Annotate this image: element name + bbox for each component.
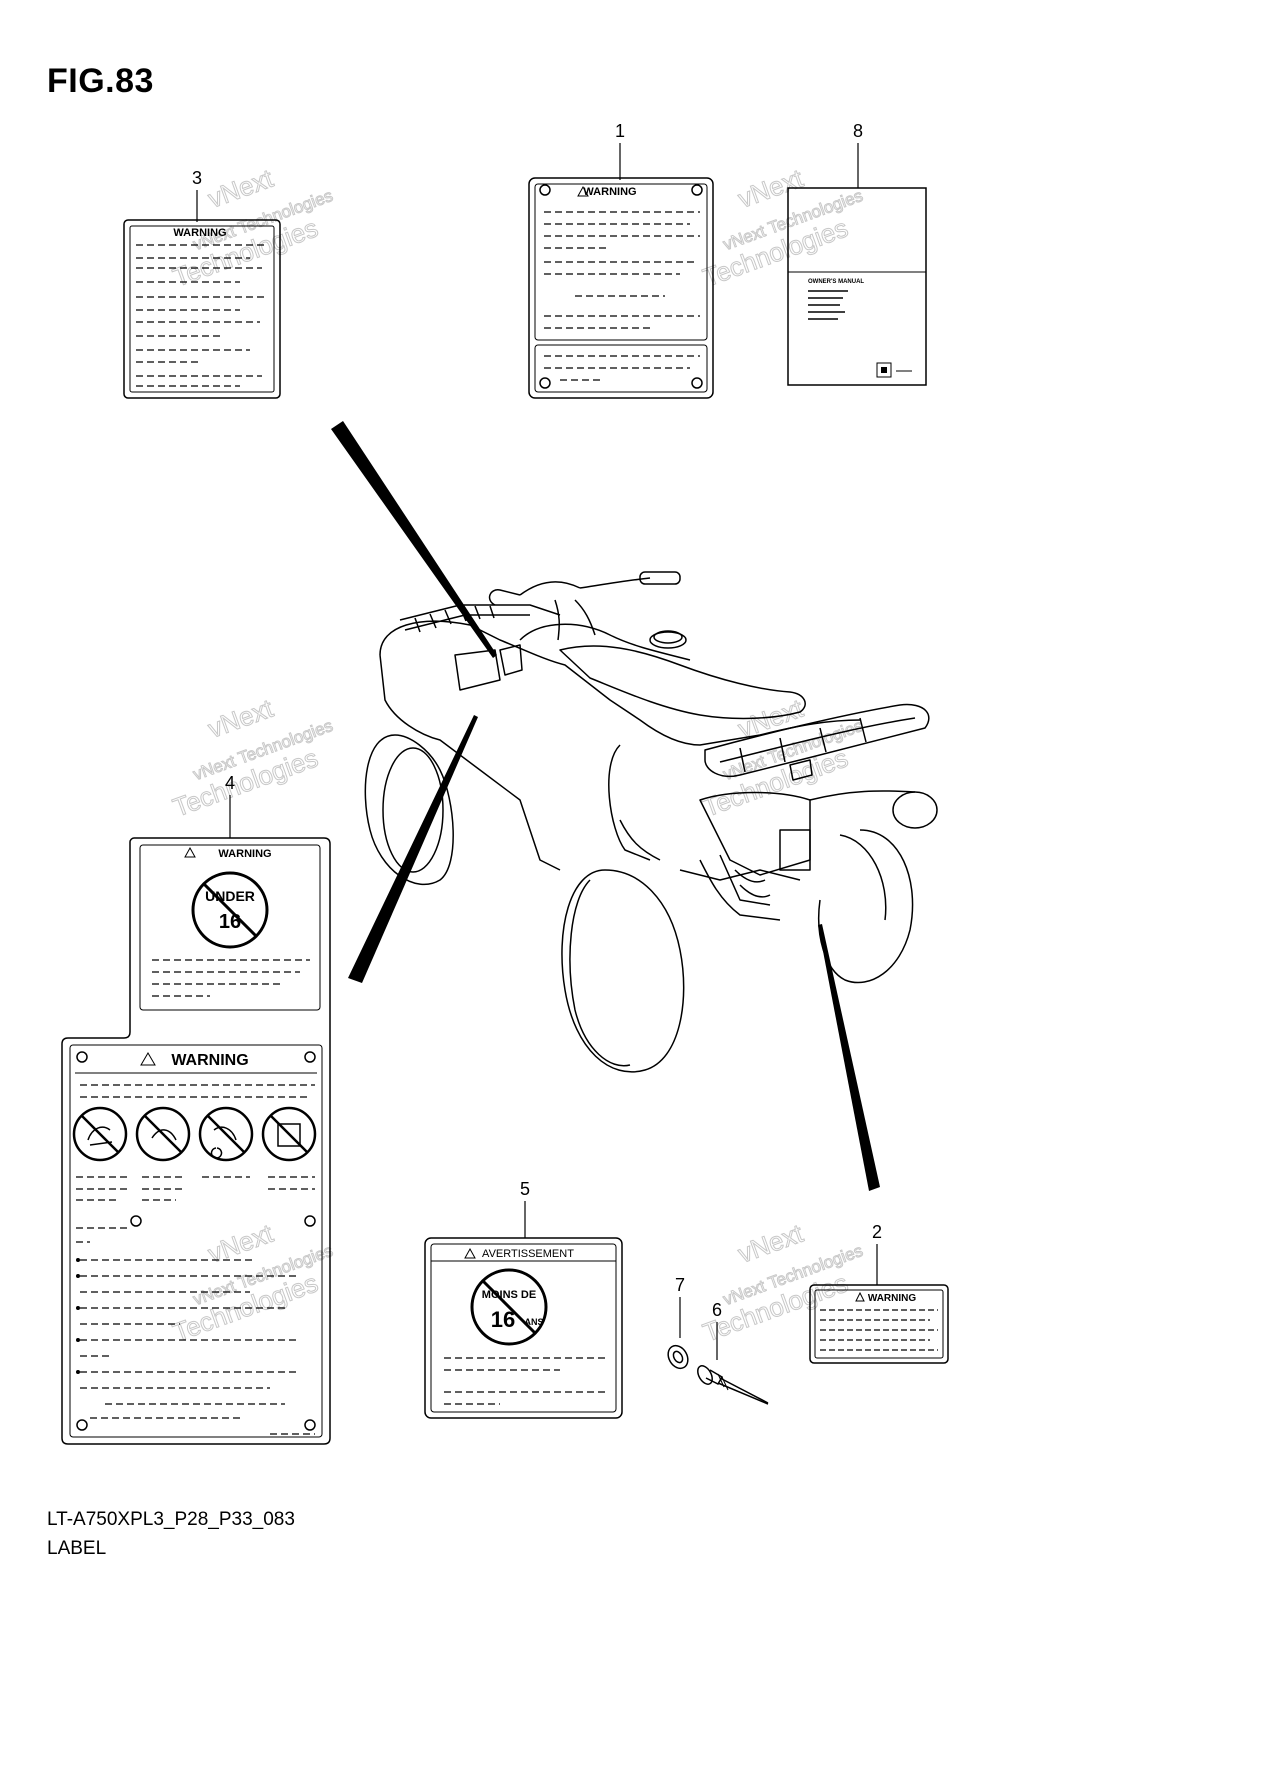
pointer-arrows xyxy=(331,421,880,1191)
figure-title: FIG.83 xyxy=(47,62,154,100)
svg-text:vNext: vNext xyxy=(204,1218,277,1269)
callout-7: 7 xyxy=(675,1275,685,1295)
label-5: AVERTISSEMENT MOINS DE 16 ANS xyxy=(424,1237,623,1419)
svg-text:ANS: ANS xyxy=(524,1317,543,1327)
watermark-6: vNext vNext Technologies Technologies xyxy=(698,1217,865,1348)
part-7-washer xyxy=(667,1344,689,1370)
watermark-1: vNext vNext Technologies Technologies xyxy=(168,162,335,293)
label-8-owners-manual: OWNER'S MANUAL xyxy=(787,187,927,386)
svg-text:vNext: vNext xyxy=(204,693,277,744)
svg-text:vNext: vNext xyxy=(734,1218,807,1269)
callout-6: 6 xyxy=(712,1300,722,1320)
svg-text:16: 16 xyxy=(491,1307,515,1332)
svg-text:MOINS DE: MOINS DE xyxy=(482,1289,536,1301)
prohibition-icons xyxy=(72,1106,317,1162)
svg-text:WARNING: WARNING xyxy=(583,186,636,198)
callout-3: 3 xyxy=(192,168,202,188)
atv-illustration xyxy=(364,571,938,1073)
watermark-5: vNext vNext Technologies Technologies xyxy=(168,1217,335,1348)
callout-2: 2 xyxy=(872,1222,882,1242)
callout-8: 8 xyxy=(853,121,863,141)
watermark-3: vNext vNext Technologies Technologies xyxy=(168,692,335,823)
svg-text:WARNING: WARNING xyxy=(868,1293,917,1304)
svg-text:WARNING: WARNING xyxy=(171,1052,248,1069)
svg-text:WARNING: WARNING xyxy=(173,227,226,239)
svg-text:WARNING: WARNING xyxy=(218,848,271,860)
figure-name: LABEL xyxy=(47,1538,107,1559)
callout-5: 5 xyxy=(520,1179,530,1199)
callout-1: 1 xyxy=(615,121,625,141)
figure-code: LT-A750XPL3_P28_P33_083 xyxy=(47,1509,295,1530)
svg-text:OWNER'S MANUAL: OWNER'S MANUAL xyxy=(808,279,864,285)
label-2: WARNING xyxy=(809,1284,949,1364)
svg-text:UNDER: UNDER xyxy=(205,888,255,904)
callout-group: 1 8 3 4 5 2 7 6 xyxy=(192,121,882,1360)
svg-text:AVERTISSEMENT: AVERTISSEMENT xyxy=(482,1248,574,1260)
svg-text:16: 16 xyxy=(219,911,241,933)
watermark-group: vNext vNext Technologies Technologies vN… xyxy=(168,162,865,1348)
label-3: WARNING xyxy=(123,219,281,399)
svg-text:vNext: vNext xyxy=(204,163,277,214)
label-1: WARNING xyxy=(528,177,714,399)
part-6-rivet xyxy=(697,1365,769,1405)
callout-4: 4 xyxy=(225,773,235,793)
label-4: WARNING UNDER 16 WARNING xyxy=(61,837,331,1445)
